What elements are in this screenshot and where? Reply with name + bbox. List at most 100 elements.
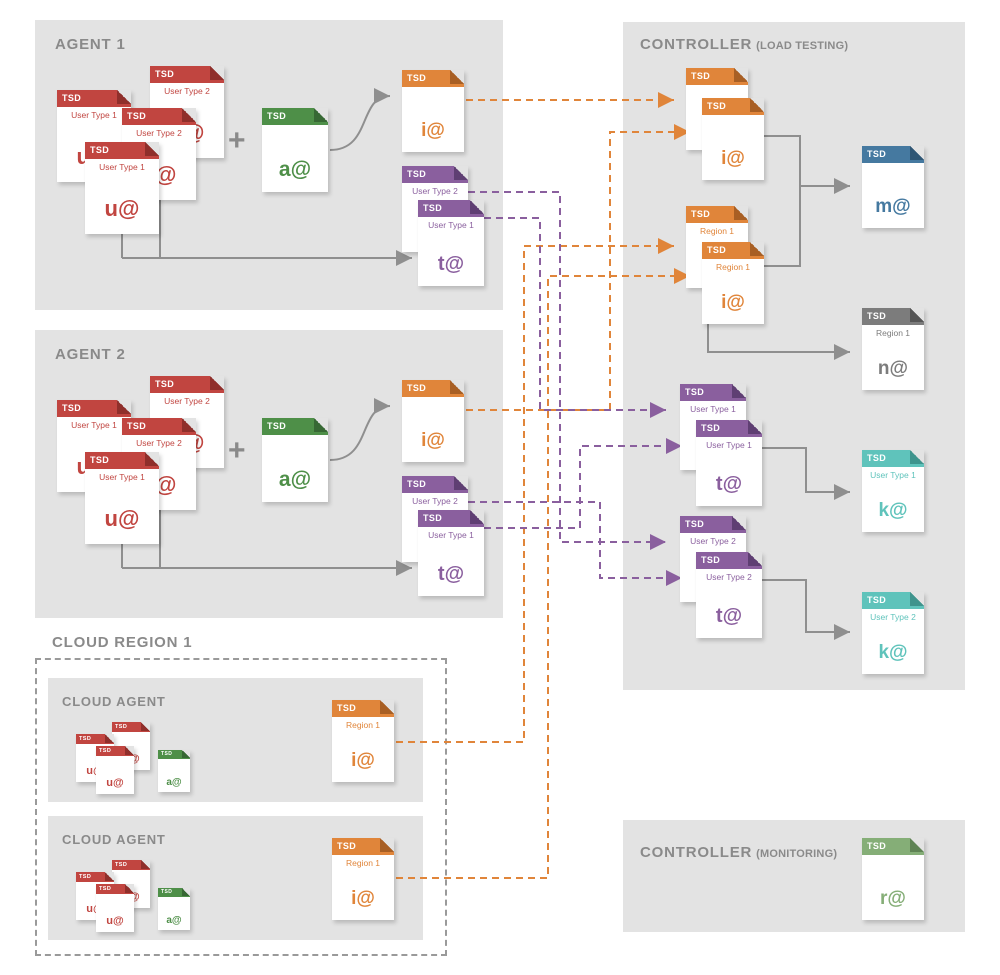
doc-header: TSD (680, 516, 746, 533)
doc-header: TSD (402, 380, 464, 397)
page-fold-icon (105, 872, 114, 881)
doc-header: TSD (686, 68, 748, 85)
page-fold-icon (910, 592, 924, 606)
page-fold-icon (910, 308, 924, 322)
page-fold-icon (750, 242, 764, 256)
cloud-region-panel (35, 658, 447, 956)
doc-header: TSD (112, 722, 150, 732)
doc-label: i@ (421, 430, 445, 451)
doc-label: a@ (278, 158, 312, 181)
doc-header: TSD (158, 888, 190, 897)
page-fold-icon (117, 400, 131, 414)
doc-subtitle: User Type 2 (136, 128, 182, 138)
doc-header: TSD (85, 452, 159, 469)
tsd-doc-u: TSD User Type 1 u@ (85, 452, 159, 544)
doc-header: TSD (76, 872, 114, 882)
page-fold-icon (314, 108, 328, 122)
page-fold-icon (748, 552, 762, 566)
doc-label: k@ (878, 642, 908, 663)
controller-monitoring-subtitle-text: (MONITORING) (756, 848, 838, 860)
panel-title-cloud-region: CLOUD REGION 1 (52, 634, 193, 651)
page-fold-icon (734, 68, 748, 82)
page-fold-icon (182, 888, 190, 896)
page-fold-icon (734, 206, 748, 220)
doc-header: TSD (57, 400, 131, 417)
doc-header: TSD (85, 142, 159, 159)
doc-header: TSD (262, 418, 328, 435)
doc-label: m@ (875, 196, 911, 217)
doc-header: TSD (122, 108, 196, 125)
doc-header: TSD (76, 734, 114, 744)
panel-title-controller-load: CONTROLLER(LOAD TESTING) (640, 36, 848, 53)
page-fold-icon (732, 384, 746, 398)
doc-label: u@ (104, 506, 140, 531)
tsd-doc-m: TSD m@ (862, 146, 924, 228)
tsd-doc-a: TSD a@ (262, 108, 328, 192)
page-fold-icon (125, 746, 134, 755)
doc-subtitle: User Type 2 (870, 612, 916, 622)
doc-subtitle: User Type 1 (428, 530, 474, 540)
tsd-doc-a: TSD a@ (158, 888, 190, 930)
doc-subtitle: User Type 1 (706, 440, 752, 450)
page-fold-icon (380, 838, 394, 852)
doc-header: TSD (332, 838, 394, 855)
doc-subtitle: User Type 2 (690, 536, 736, 546)
doc-label: i@ (351, 888, 375, 909)
page-fold-icon (141, 722, 150, 731)
page-fold-icon (732, 516, 746, 530)
doc-label: a@ (166, 777, 182, 788)
controller-monitoring-title-text: CONTROLLER (640, 844, 753, 861)
page-fold-icon (748, 420, 762, 434)
tsd-doc-a: TSD a@ (158, 750, 190, 792)
doc-header: TSD (418, 200, 484, 217)
page-fold-icon (910, 450, 924, 464)
page-fold-icon (182, 108, 196, 122)
tsd-doc-t: TSD User Type 2 t@ (696, 552, 762, 638)
doc-label: t@ (437, 563, 465, 585)
doc-subtitle: Region 1 (699, 226, 735, 236)
doc-label: k@ (878, 500, 908, 521)
doc-subtitle: User Type 2 (136, 438, 182, 448)
doc-subtitle: Region 1 (345, 720, 381, 730)
doc-label: a@ (166, 915, 182, 926)
doc-header: TSD (862, 450, 924, 467)
page-fold-icon (470, 200, 484, 214)
doc-header: TSD (57, 90, 131, 107)
doc-header: TSD (402, 166, 468, 183)
doc-label: r@ (880, 888, 906, 909)
panel-title-agent1: AGENT 1 (55, 36, 126, 53)
doc-header: TSD (402, 70, 464, 87)
doc-header: TSD (702, 98, 764, 115)
page-fold-icon (125, 884, 134, 893)
doc-header: TSD (122, 418, 196, 435)
doc-header: TSD (332, 700, 394, 717)
controller-load-title-text: CONTROLLER (640, 36, 753, 53)
doc-subtitle: User Type 2 (412, 496, 458, 506)
doc-header: TSD (150, 376, 224, 393)
doc-header: TSD (862, 146, 924, 163)
tsd-doc-i: TSD i@ (702, 98, 764, 180)
panel-title-controller-monitoring: CONTROLLER(MONITORING) (640, 844, 837, 861)
page-fold-icon (470, 510, 484, 524)
doc-header: TSD (702, 242, 764, 259)
plus-operator: + (228, 124, 246, 157)
doc-subtitle: User Type 1 (870, 470, 916, 480)
tsd-doc-u: TSD u@ (96, 746, 134, 794)
tsd-doc-t: TSD User Type 1 t@ (418, 510, 484, 596)
controller-load-subtitle-text: (LOAD TESTING) (756, 40, 849, 52)
page-fold-icon (145, 142, 159, 156)
tsd-doc-i: TSD Region 1 i@ (332, 838, 394, 920)
doc-label: u@ (106, 777, 124, 789)
panel-title-cloud-agent1: CLOUD AGENT (62, 694, 166, 709)
page-fold-icon (210, 66, 224, 80)
doc-header: TSD (402, 476, 468, 493)
doc-subtitle: User Type 2 (164, 86, 210, 96)
page-fold-icon (454, 476, 468, 490)
page-fold-icon (105, 734, 114, 743)
plus-operator: + (228, 434, 246, 467)
page-fold-icon (450, 380, 464, 394)
page-fold-icon (314, 418, 328, 432)
panel-title-agent2: AGENT 2 (55, 346, 126, 363)
doc-subtitle: User Type 1 (99, 472, 145, 482)
